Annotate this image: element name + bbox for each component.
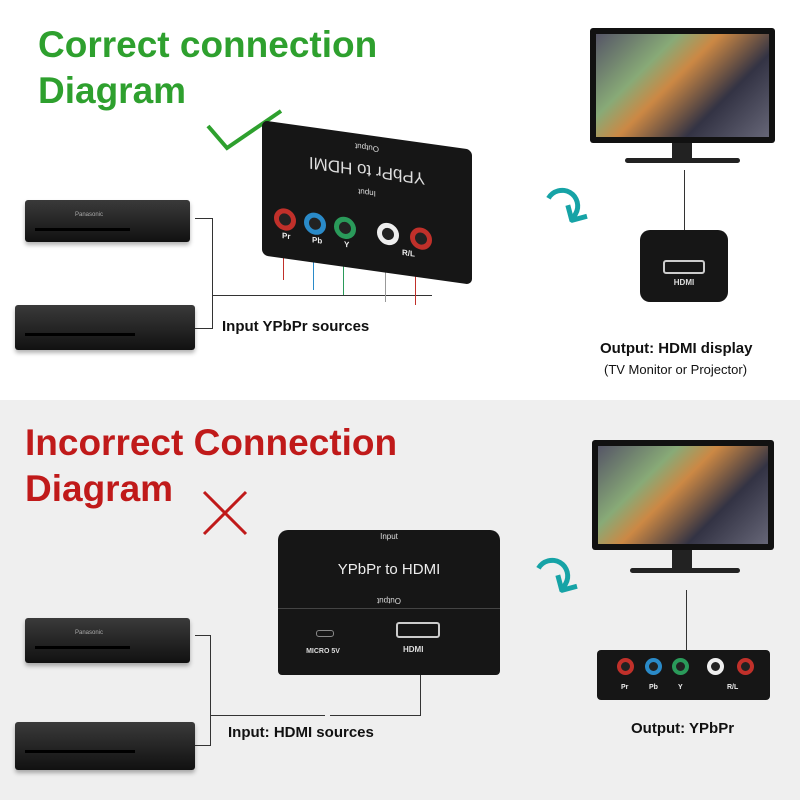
hdmi-port-icon — [663, 260, 705, 274]
converter-device: Input YPbPr to HDMI Output MICRO 5V HDMI — [278, 530, 500, 675]
blu-ray-player: Panasonic — [25, 618, 190, 663]
tv-monitor — [592, 440, 774, 550]
device-label: YPbPr to HDMI — [337, 561, 441, 578]
title-line: Diagram — [38, 70, 187, 111]
disc-slot — [35, 646, 130, 649]
jack-label: Y — [344, 239, 350, 250]
incorrect-section: Incorrect Connection Diagram Panasonic I… — [0, 400, 800, 800]
jack-y — [672, 658, 689, 675]
hdmi-port-closeup: HDMI — [640, 230, 728, 302]
blu-ray-player — [15, 305, 195, 350]
ypbpr-port-closeup: Pr Pb Y R/L — [597, 650, 770, 700]
output-port-label: Output — [377, 596, 402, 605]
title-line: Incorrect Connection — [25, 422, 398, 463]
jack-label: Pb — [312, 235, 323, 246]
hdmi-port-label: HDMI — [673, 278, 695, 287]
output-label: Output: HDMI display — [600, 340, 753, 357]
title-line: Diagram — [25, 468, 174, 509]
jack-pr — [274, 206, 296, 233]
correct-section: Correct connection Diagram Panasonic Out… — [15, 22, 775, 377]
jack-audio-l — [377, 221, 399, 247]
jack-label: Y — [678, 684, 683, 691]
jack-audio-r — [410, 226, 432, 252]
hdmi-port-label: HDMI — [403, 645, 424, 654]
curved-arrow-icon: ↷ — [516, 537, 594, 622]
converter-device: Output YPbPr to HDMI Input Pr Pb Y R/L — [262, 120, 472, 285]
x-icon — [202, 490, 248, 536]
micro-usb-port-icon — [316, 630, 334, 637]
blu-ray-player: Panasonic — [25, 200, 190, 242]
jack-y — [334, 215, 356, 241]
disc-slot — [35, 228, 130, 231]
jack-label: R/L — [727, 684, 739, 691]
disc-slot — [25, 750, 135, 753]
player-brand: Panasonic — [75, 630, 104, 636]
input-label: Input YPbPr sources — [222, 318, 370, 335]
jack-audio-r — [737, 658, 754, 675]
jack-pr — [617, 658, 634, 675]
jack-label: Pr — [282, 231, 291, 242]
tv-monitor — [590, 28, 775, 143]
jack-label: Pr — [621, 684, 629, 691]
disc-slot — [25, 333, 135, 336]
input-label: Input: HDMI sources — [228, 724, 374, 741]
jack-label: Pb — [649, 684, 658, 691]
correct-title: Correct connection Diagram — [38, 22, 377, 114]
jack-pb — [645, 658, 662, 675]
blu-ray-player — [15, 722, 195, 770]
incorrect-title: Incorrect Connection Diagram — [25, 420, 397, 512]
output-label: Output: YPbPr — [631, 720, 735, 737]
micro-usb-label: MICRO 5V — [306, 648, 340, 655]
jack-label: R/L — [402, 247, 415, 259]
jack-audio-l — [707, 658, 724, 675]
jack-pb — [304, 211, 326, 237]
hdmi-port-icon — [396, 622, 440, 638]
input-port-label: Input — [380, 532, 398, 541]
player-brand: Panasonic — [75, 212, 104, 218]
curved-arrow-icon: ↷ — [526, 167, 604, 252]
output-note: (TV Monitor or Projector) — [604, 362, 748, 377]
title-line: Correct connection — [38, 24, 378, 65]
